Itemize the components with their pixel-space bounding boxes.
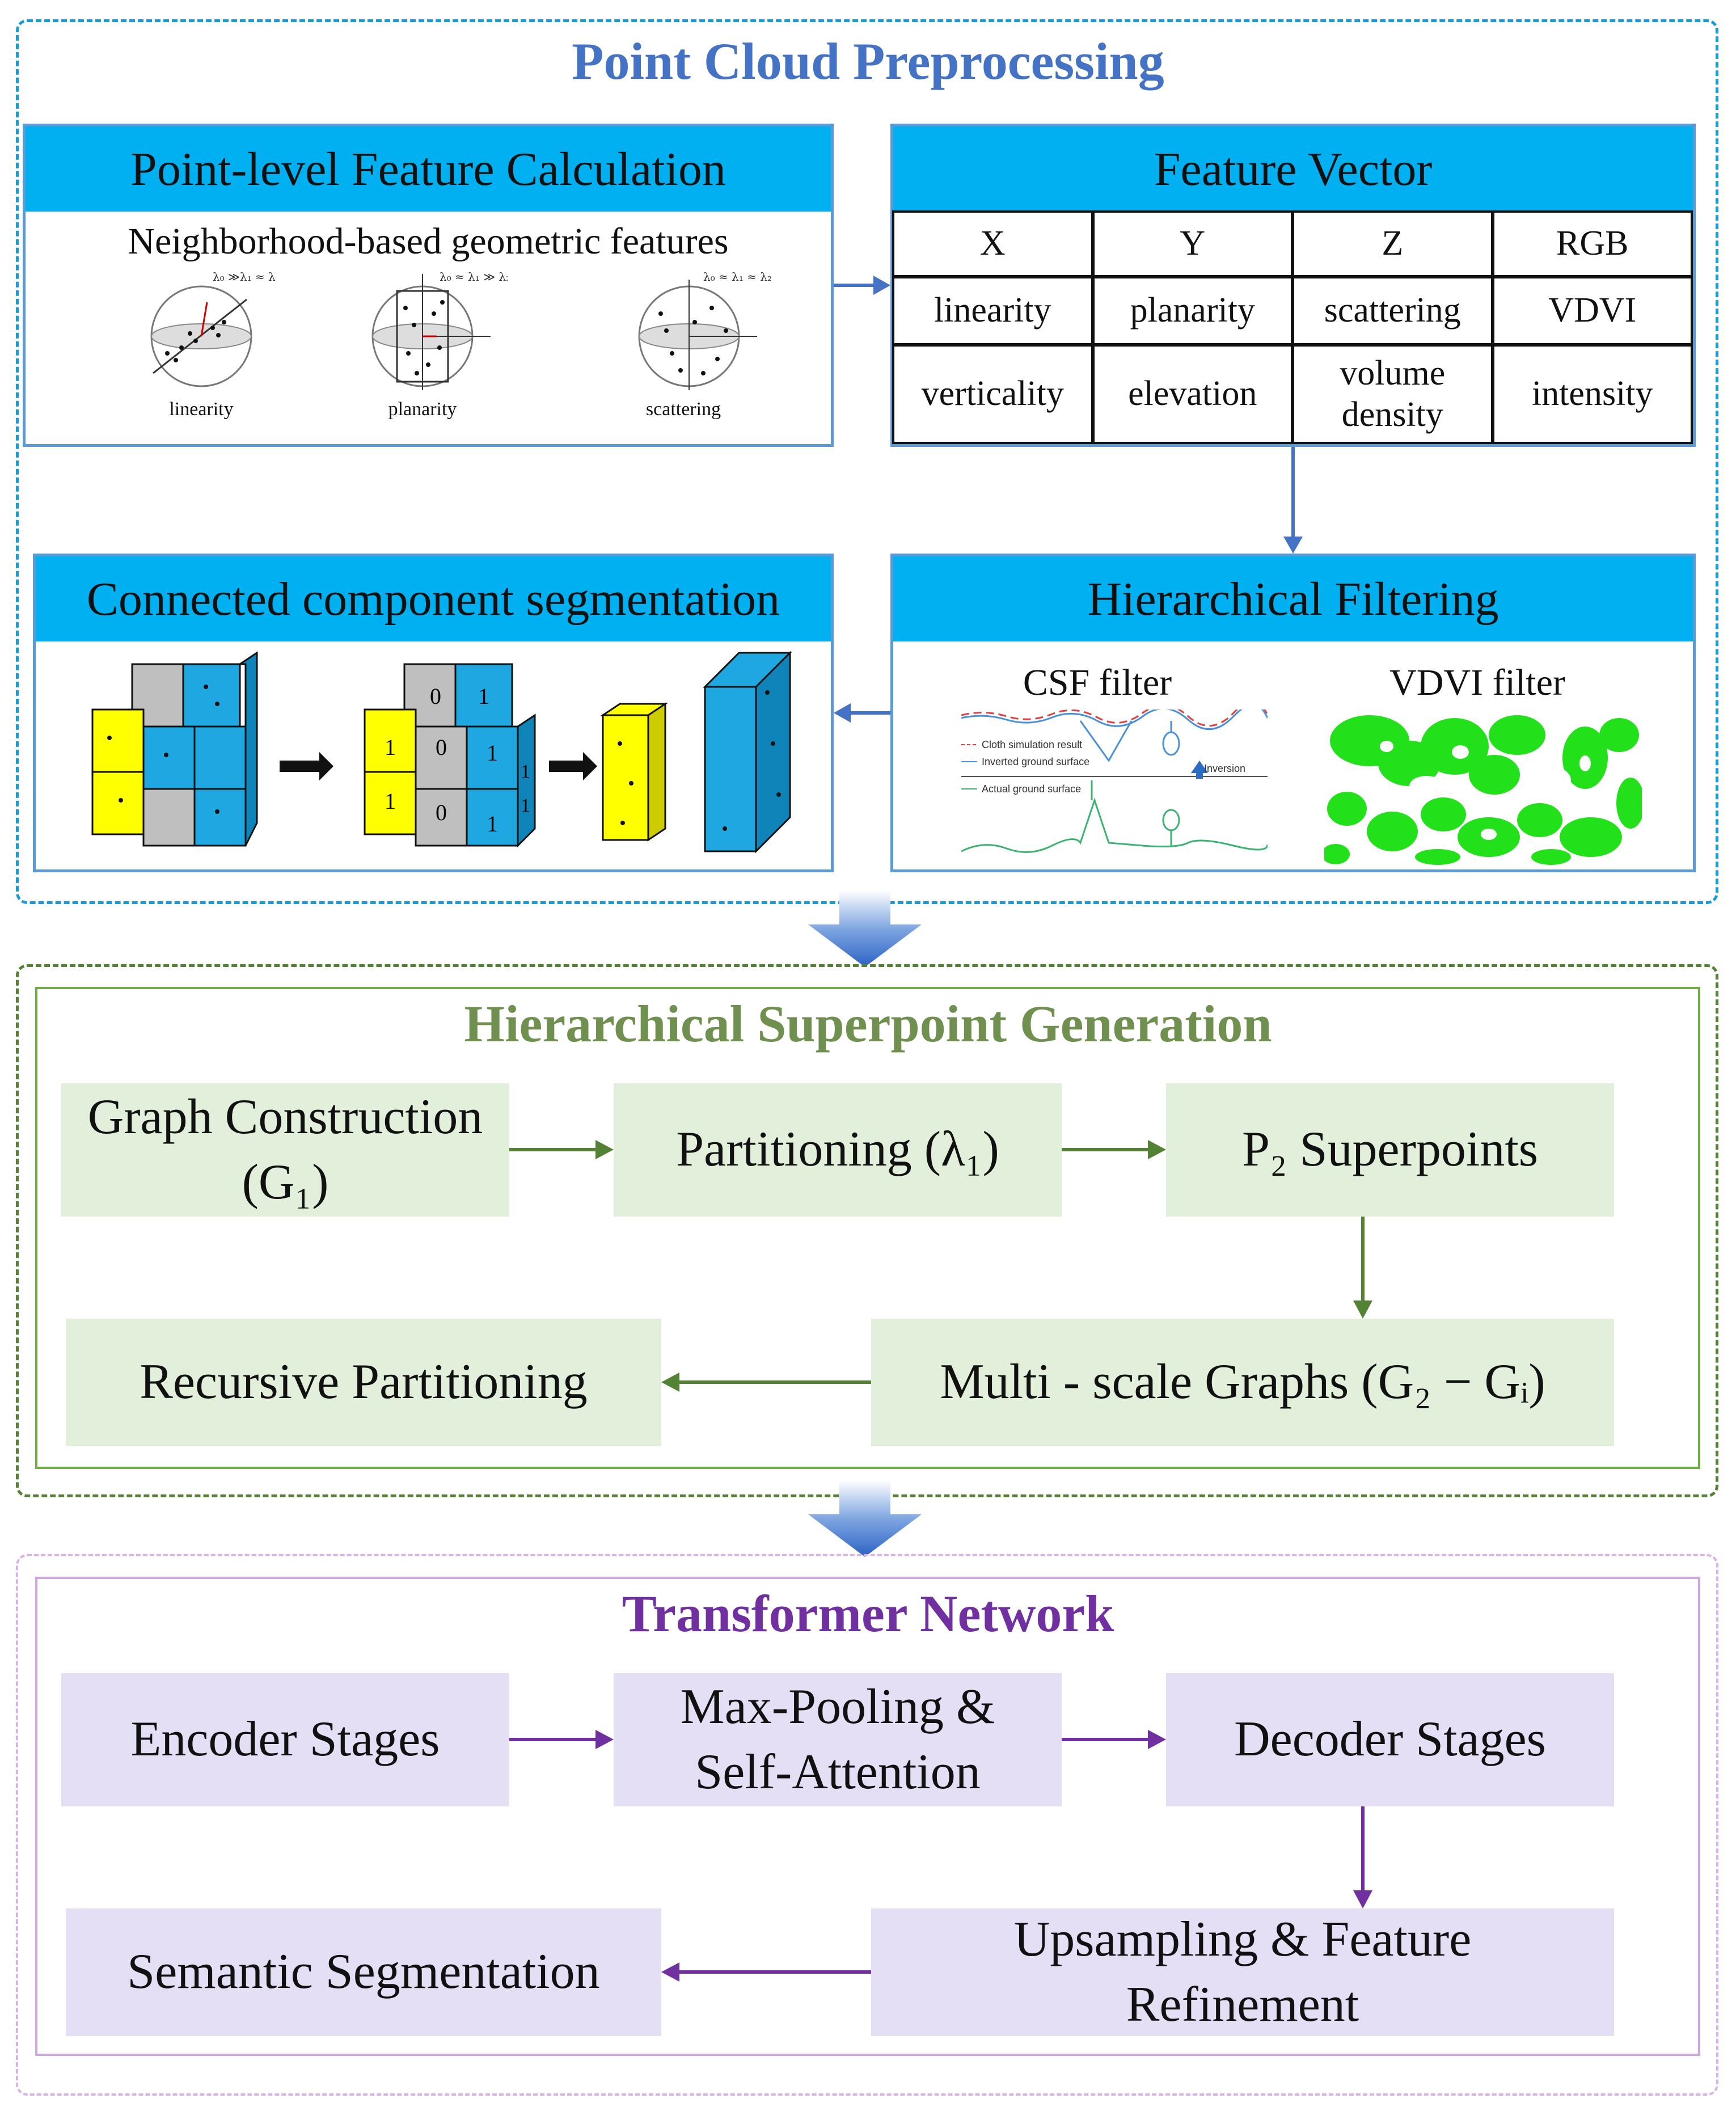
recursive-partitioning-box: Recursive Partitioning: [66, 1319, 661, 1446]
multiscale-graphs-box: Multi - scale Graphs (G₂ − Gᵢ): [871, 1319, 1614, 1446]
voxel-label: 0: [436, 800, 447, 825]
voxel-label: 1: [521, 795, 530, 816]
linearity-label: linearity: [169, 399, 234, 420]
feature-cell: verticality: [892, 344, 1093, 444]
maxpool-attention-box: Max-Pooling & Self-Attention: [614, 1673, 1062, 1806]
preprocessing-title: Point Cloud Preprocessing: [572, 32, 1164, 90]
linearity-formula: λ₀ ≫λ₁ ≈ λ₂: [213, 270, 275, 284]
feature-cell: volume density: [1292, 344, 1493, 444]
voxel-label: 1: [385, 734, 396, 760]
labeled-voxel-cluster: 0 1 1 0 1 1 1 0 1 1: [364, 663, 536, 848]
planarity-formula: λ₀ ≈ λ₁ ≫ λ₂: [440, 270, 508, 284]
down-arrow-2: [808, 1480, 922, 1557]
partitioning-box: Partitioning (λ₁): [614, 1083, 1062, 1217]
graph-construction-box: Graph Construction (G₁): [61, 1083, 509, 1217]
vdvi-filter-label: VDVI filter: [1389, 662, 1565, 703]
scattering-sphere-illustration: λ₀ ≈ λ₁ ≈ λ₂: [638, 270, 772, 390]
csf-legend-item: Inverted ground surface: [982, 756, 1089, 767]
feature-calc-panel: Point-level Feature Calculation Neighbor…: [23, 124, 834, 447]
blue-segment: [703, 651, 792, 854]
hierarchical-filtering-panel: Hierarchical Filtering CSF filter VDVI f…: [890, 554, 1696, 872]
voxel-label: 1: [521, 761, 530, 782]
feature-vector-header: Feature Vector: [893, 126, 1693, 212]
feature-calc-header: Point-level Feature Calculation: [26, 126, 831, 212]
superpoint-title: Hierarchical Superpoint Generation: [464, 995, 1272, 1053]
csf-legend-item: Cloth simulation result: [982, 739, 1082, 750]
voxel-segmentation-illustration: 0 1 1 0 1 1 1 0 1 1: [91, 651, 792, 854]
connected-component-panel: Connected component segmentation: [33, 554, 834, 872]
linearity-sphere-illustration: λ₀ ≫λ₁ ≈ λ₂: [150, 270, 275, 387]
superpoint-inner-frame: [35, 987, 1700, 1469]
voxel-label: 0: [436, 734, 447, 760]
csf-filter-label: CSF filter: [1023, 662, 1172, 703]
scattering-formula: λ₀ ≈ λ₁ ≈ λ₂: [703, 270, 772, 284]
encoder-stages-box: Encoder Stages: [61, 1673, 509, 1806]
p2-superpoints-box: P₂ Superpoints: [1166, 1083, 1614, 1217]
planarity-label: planarity: [388, 399, 457, 420]
feature-calc-subtitle: Neighborhood-based geometric features: [128, 221, 729, 262]
yellow-segment: [600, 702, 668, 842]
csf-filter-illustration: Cloth simulation result Inverted ground …: [961, 710, 1268, 853]
voxel-label: 0: [430, 683, 441, 709]
voxel-label: 1: [487, 740, 498, 766]
transformer-outer-frame: [16, 1554, 1718, 2096]
feature-cell: intensity: [1492, 344, 1693, 444]
scattering-label: scattering: [645, 399, 721, 420]
mixed-voxel-cluster: [91, 651, 258, 847]
planarity-sphere-illustration: λ₀ ≈ λ₁ ≫ λ₂: [371, 270, 508, 390]
feature-cell: scattering: [1292, 276, 1493, 345]
connected-component-header: Connected component segmentation: [36, 556, 831, 641]
transformer-arrows: [509, 1730, 1372, 1982]
down-arrow-1: [808, 890, 922, 967]
upsampling-refinement-box: Upsampling & Feature Refinement: [871, 1908, 1614, 2036]
transformer-inner-frame: [35, 1577, 1700, 2056]
superpoint-arrows: [509, 1140, 1372, 1392]
voxel-label: 1: [385, 788, 396, 814]
vdvi-filter-illustration: [1324, 712, 1642, 865]
preprocessing-arrows: [834, 276, 1303, 723]
semantic-segmentation-box: Semantic Segmentation: [66, 1908, 661, 2036]
csf-legend-item: Actual ground surface: [982, 783, 1081, 795]
decoder-stages-box: Decoder Stages: [1166, 1673, 1614, 1806]
feature-vector-panel: Feature Vector X Y Z RGB linearity plana…: [890, 124, 1696, 447]
inversion-label: Inversion: [1204, 763, 1245, 774]
hierarchical-filtering-header: Hierarchical Filtering: [893, 556, 1693, 641]
feature-vector-table: X Y Z RGB linearity planarity scattering…: [892, 210, 1693, 444]
voxel-label: 1: [478, 683, 489, 709]
transformer-title: Transformer Network: [622, 1585, 1114, 1642]
voxel-label: 1: [487, 811, 498, 837]
